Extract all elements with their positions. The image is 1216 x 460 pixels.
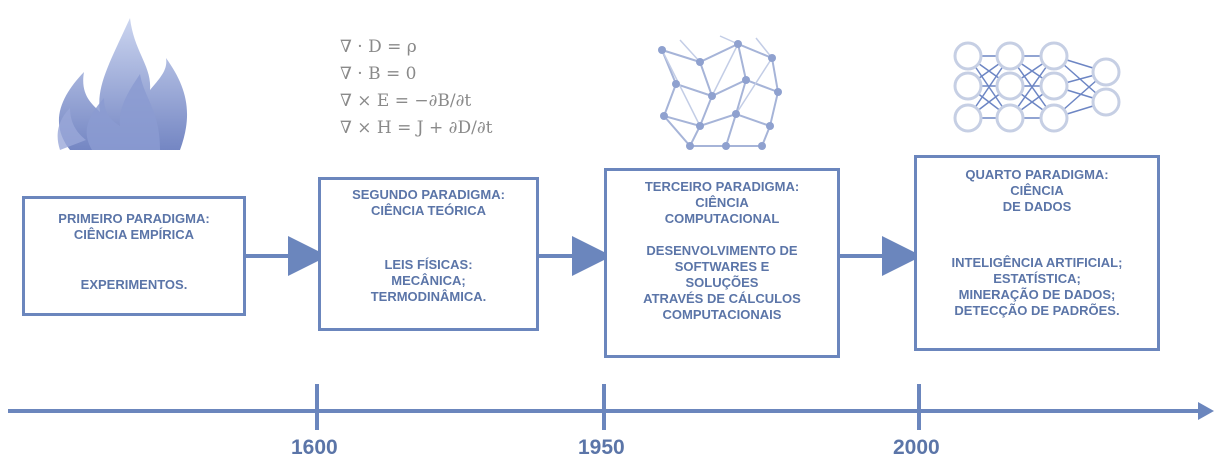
box-title-line: CIÊNCIA EMPÍRICA — [73, 227, 195, 242]
box-body-line: INTELIGÊNCIA ARTIFICIAL; — [951, 255, 1123, 270]
box-body-line: COMPUTACIONAIS — [662, 307, 782, 322]
box-body-line: SOLUÇÕES — [685, 275, 759, 290]
year-label-1950: 1950 — [578, 436, 625, 459]
box-body-line: EXPERIMENTOS. — [80, 277, 188, 292]
box-title-line: CIÊNCIA — [1010, 183, 1064, 198]
box-body-line: MECÂNICA; — [391, 273, 466, 288]
paradigm-box-3: TERCEIRO PARADIGMA: CIÊNCIA COMPUTACIONA… — [604, 168, 840, 358]
box-body-line: ATRAVÉS DE CÁLCULOS — [643, 291, 801, 306]
box-title-line: DE DADOS — [1002, 199, 1072, 214]
box-title-line: CIÊNCIA — [695, 195, 749, 210]
year-label-2000: 2000 — [893, 436, 940, 459]
equation-line: ∇ · B = 0 — [340, 64, 417, 84]
box-title-line: TERCEIRO PARADIGMA: — [644, 179, 800, 194]
box-body-line: ESTATÍSTICA; — [993, 271, 1081, 286]
equation-line: ∇ × H = J + ∂D/∂t — [340, 118, 493, 138]
maxwell-equations: ∇ · D = ρ ∇ · B = 0 ∇ × E = −∂B/∂t ∇ × H… — [340, 34, 492, 142]
box-body-line: TERMODINÂMICA. — [370, 289, 487, 304]
box-title-line: COMPUTACIONAL — [664, 211, 780, 226]
box-body-line: MINERAÇÃO DE DADOS; — [958, 287, 1116, 302]
box-body-line: DESENVOLVIMENTO DE — [646, 243, 798, 258]
box-title-line: CIÊNCIA TEÓRICA — [370, 203, 487, 218]
timeline-axis — [8, 384, 1214, 430]
paradigm-box-2: SEGUNDO PARADIGMA: CIÊNCIA TEÓRICA LEIS … — [318, 177, 539, 331]
box-body-line: DETECÇÃO DE PADRÕES. — [954, 303, 1120, 318]
equation-line: ∇ × E = −∂B/∂t — [340, 91, 472, 111]
box-body-line: SOFTWARES E — [674, 259, 770, 274]
box-body-line: LEIS FÍSICAS: — [384, 257, 473, 272]
fire-icon — [57, 18, 188, 150]
paradigm-box-1: PRIMEIRO PARADIGMA: CIÊNCIA EMPÍRICA EXP… — [22, 196, 246, 316]
paradigm-box-4: QUARTO PARADIGMA: CIÊNCIA DE DADOS INTEL… — [914, 155, 1160, 351]
box-title-line: QUARTO PARADIGMA: — [965, 167, 1109, 182]
crystal-lattice-icon — [658, 35, 782, 150]
neural-network-icon — [953, 41, 1121, 133]
box-title-line: PRIMEIRO PARADIGMA: — [58, 211, 210, 226]
equation-line: ∇ · D = ρ — [340, 37, 417, 57]
box-title-line: SEGUNDO PARADIGMA: — [352, 187, 505, 202]
year-label-1600: 1600 — [291, 436, 338, 459]
